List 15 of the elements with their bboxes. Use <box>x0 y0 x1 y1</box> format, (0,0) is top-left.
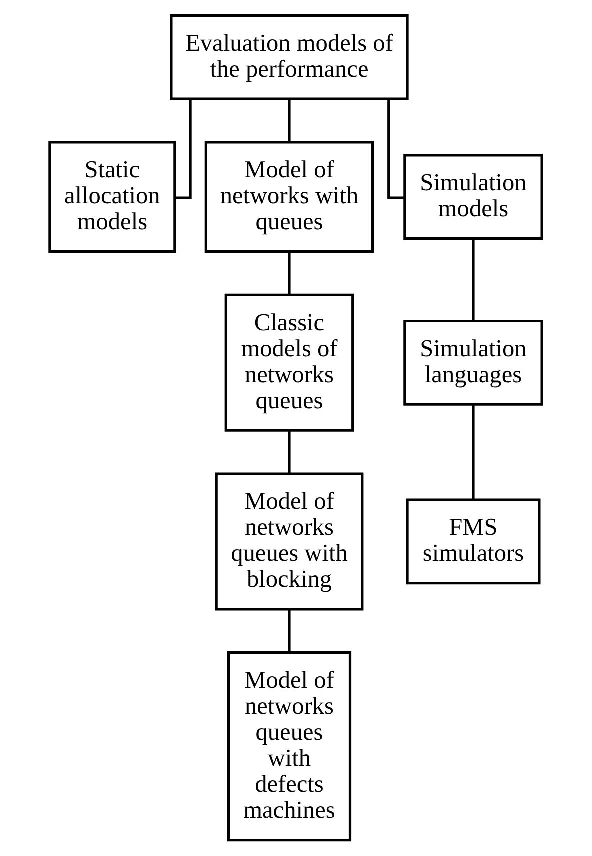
node-box: Classic models of networks queues <box>224 294 354 432</box>
connector <box>472 238 475 322</box>
node-box: Model of networks queues with blocking <box>215 472 364 611</box>
connector <box>288 431 291 474</box>
node-box: Evaluation models of the performance <box>170 14 409 100</box>
connector <box>472 404 475 500</box>
node-box: Simulation languages <box>404 320 544 406</box>
node-box: Model of networks with queues <box>204 141 374 254</box>
connector <box>288 99 291 142</box>
node-box: Simulation models <box>404 154 544 240</box>
node-box: Static allocation models <box>48 141 176 254</box>
connector <box>288 610 291 653</box>
connector <box>288 252 291 295</box>
node-box: Model of networks queues with defects machines <box>227 651 352 842</box>
node-box: FMS simulators <box>406 498 541 585</box>
